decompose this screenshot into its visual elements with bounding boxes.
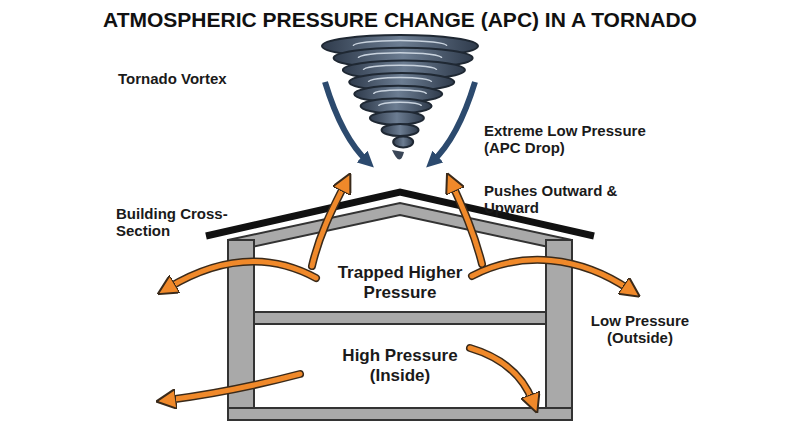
arrow-outline [452, 184, 482, 264]
vortex-swirl [363, 65, 436, 70]
arrow-outline [470, 348, 533, 402]
vortex-swirl [369, 78, 432, 82]
pressure-arrow [472, 260, 630, 290]
arrow-outline [472, 260, 630, 290]
room-label: Trapped Higher Pressure [325, 263, 475, 304]
title: ATMOSPHERIC PRESSURE CHANGE (APC) IN A T… [0, 8, 800, 32]
vortex-ring [393, 137, 413, 148]
annotation-label: Low Pressure (Outside) [578, 312, 702, 347]
vortex-swirl [353, 41, 447, 46]
pressure-arrows [168, 184, 630, 402]
room-area: High Pressure (Inside) [256, 324, 544, 408]
vortex-ring [370, 111, 424, 125]
arrow-outline [168, 262, 316, 288]
pressure-arrow [168, 374, 300, 400]
pressure-arrow [312, 184, 345, 266]
annotation-label: Pushes Outward & Upward [484, 182, 634, 217]
room-area: Trapped Higher Pressure [256, 254, 544, 312]
downdraft-arrow [432, 82, 475, 162]
room-label: High Pressure (Inside) [325, 346, 475, 387]
tornado-vortex [322, 35, 478, 160]
annotation-label: Extreme Low Pressure (APC Drop) [484, 122, 664, 157]
vortex-tip [392, 150, 404, 160]
pressure-arrow [452, 184, 482, 264]
arrow-outline [168, 374, 300, 400]
pressure-arrow [168, 262, 316, 288]
vortex-ring [382, 124, 419, 136]
pressure-arrow [470, 348, 533, 402]
annotation-label: Tornado Vortex [118, 70, 268, 87]
vortex-swirl [379, 102, 422, 106]
arrow-outline [312, 184, 345, 266]
vortex-swirl [374, 90, 427, 94]
vortex-swirl [358, 53, 441, 58]
downdraft-arrow [325, 82, 368, 162]
annotation-label: Building Cross-Section [116, 205, 241, 240]
